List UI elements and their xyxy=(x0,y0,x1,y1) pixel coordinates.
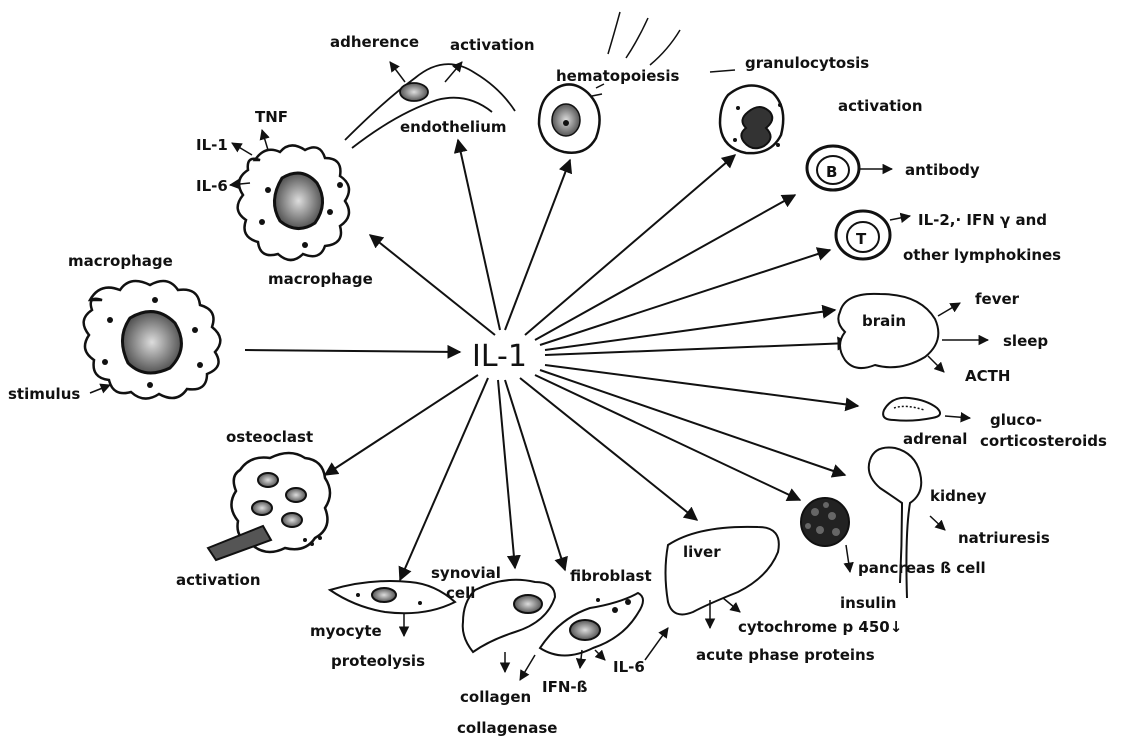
fibroblast-label: fibroblast xyxy=(570,567,652,585)
adherence-label: adherence xyxy=(330,33,419,51)
other-lymphokines-label: other lymphokines xyxy=(903,246,1061,264)
t-cell: T xyxy=(836,211,890,259)
adrenal-shape xyxy=(883,398,940,421)
il2-ifn-label: IL-2,· IFN γ and xyxy=(918,211,1047,229)
pancreas-cell xyxy=(801,498,849,546)
stimulus-label: stimulus xyxy=(8,385,80,403)
collagenase-label: collagenase xyxy=(457,719,557,737)
arrow-to-liver xyxy=(520,378,697,520)
brain-label: brain xyxy=(862,312,906,330)
il6-fibroblast-label: IL-6 xyxy=(613,658,645,676)
arrow-from-macrophage xyxy=(245,350,460,352)
arrow-to-myocyte xyxy=(400,378,488,580)
hematopoiesis-label: hematopoiesis xyxy=(556,67,680,85)
granulocytosis-label: granulocytosis xyxy=(745,54,869,72)
il1-center-label: IL-1 xyxy=(472,339,527,374)
macrophage-cell-top xyxy=(238,145,349,260)
activation-granulocyte-label: activation xyxy=(838,97,923,115)
synovial-cell xyxy=(463,580,555,652)
liver-shape: liver xyxy=(666,527,779,615)
activation-osteoclast-label: activation xyxy=(176,571,261,589)
osteoclast-cell xyxy=(208,453,330,560)
gluco-label: gluco- xyxy=(990,411,1042,429)
tnf-label: TNF xyxy=(255,108,288,126)
il1-output-label: IL-1 xyxy=(196,136,228,154)
t-cell-letter: T xyxy=(856,230,867,248)
il6-macrophage-label: IL-6 xyxy=(196,177,228,195)
arrow-to-brain xyxy=(545,343,850,355)
sleep-label: sleep xyxy=(1003,332,1048,350)
fibroblast-cell xyxy=(540,593,643,656)
synovial-label: synovial xyxy=(431,564,501,582)
activation-endothelium-label: activation xyxy=(450,36,535,54)
macrophage-cell-left xyxy=(84,281,221,399)
collagen-label: collagen xyxy=(460,688,531,706)
macrophage-left-label: macrophage xyxy=(68,252,173,270)
b-cell-letter: B xyxy=(826,163,837,181)
adrenal-label: adrenal xyxy=(903,430,967,448)
pancreas-label: pancreas ß cell xyxy=(858,559,986,577)
fever-label: fever xyxy=(975,290,1020,308)
proteolysis-label: proteolysis xyxy=(331,652,425,670)
synovial-cell-label: cell xyxy=(446,584,475,602)
myocyte-cell xyxy=(330,581,455,613)
arrow-to-endothelium xyxy=(458,140,500,330)
arrow-to-macrophage xyxy=(370,235,495,335)
insulin-label: insulin xyxy=(840,594,896,612)
ifn-beta-label: IFN-ß xyxy=(542,678,588,696)
antibody-label: antibody xyxy=(905,161,980,179)
macrophage-top-label: macrophage xyxy=(268,270,373,288)
arrow-to-fibroblast xyxy=(505,380,565,570)
arrow-to-b-cell xyxy=(535,195,795,340)
cytochrome-label: cytochrome p 450↓ xyxy=(738,618,902,636)
corticosteroids-label: corticosteroids xyxy=(980,432,1107,450)
liver-label: liver xyxy=(683,543,721,561)
endothelium-label: endothelium xyxy=(400,118,507,136)
osteoclast-label: osteoclast xyxy=(226,428,313,446)
brain-shape: brain xyxy=(838,294,938,368)
hematopoietic-cell xyxy=(539,84,600,152)
arrow-to-osteoclast xyxy=(325,375,478,475)
arrow-to-kidney xyxy=(540,370,845,475)
kidney-label: kidney xyxy=(930,487,987,505)
b-cell: B xyxy=(807,146,859,190)
acute-phase-label: acute phase proteins xyxy=(696,646,875,664)
natriuresis-label: natriuresis xyxy=(958,529,1050,547)
arrow-to-synovial xyxy=(498,380,515,568)
myocyte-label: myocyte xyxy=(310,622,382,640)
granulocyte-cell xyxy=(720,85,783,153)
acth-label: ACTH xyxy=(965,367,1010,385)
arrow-to-adrenal xyxy=(545,365,858,406)
